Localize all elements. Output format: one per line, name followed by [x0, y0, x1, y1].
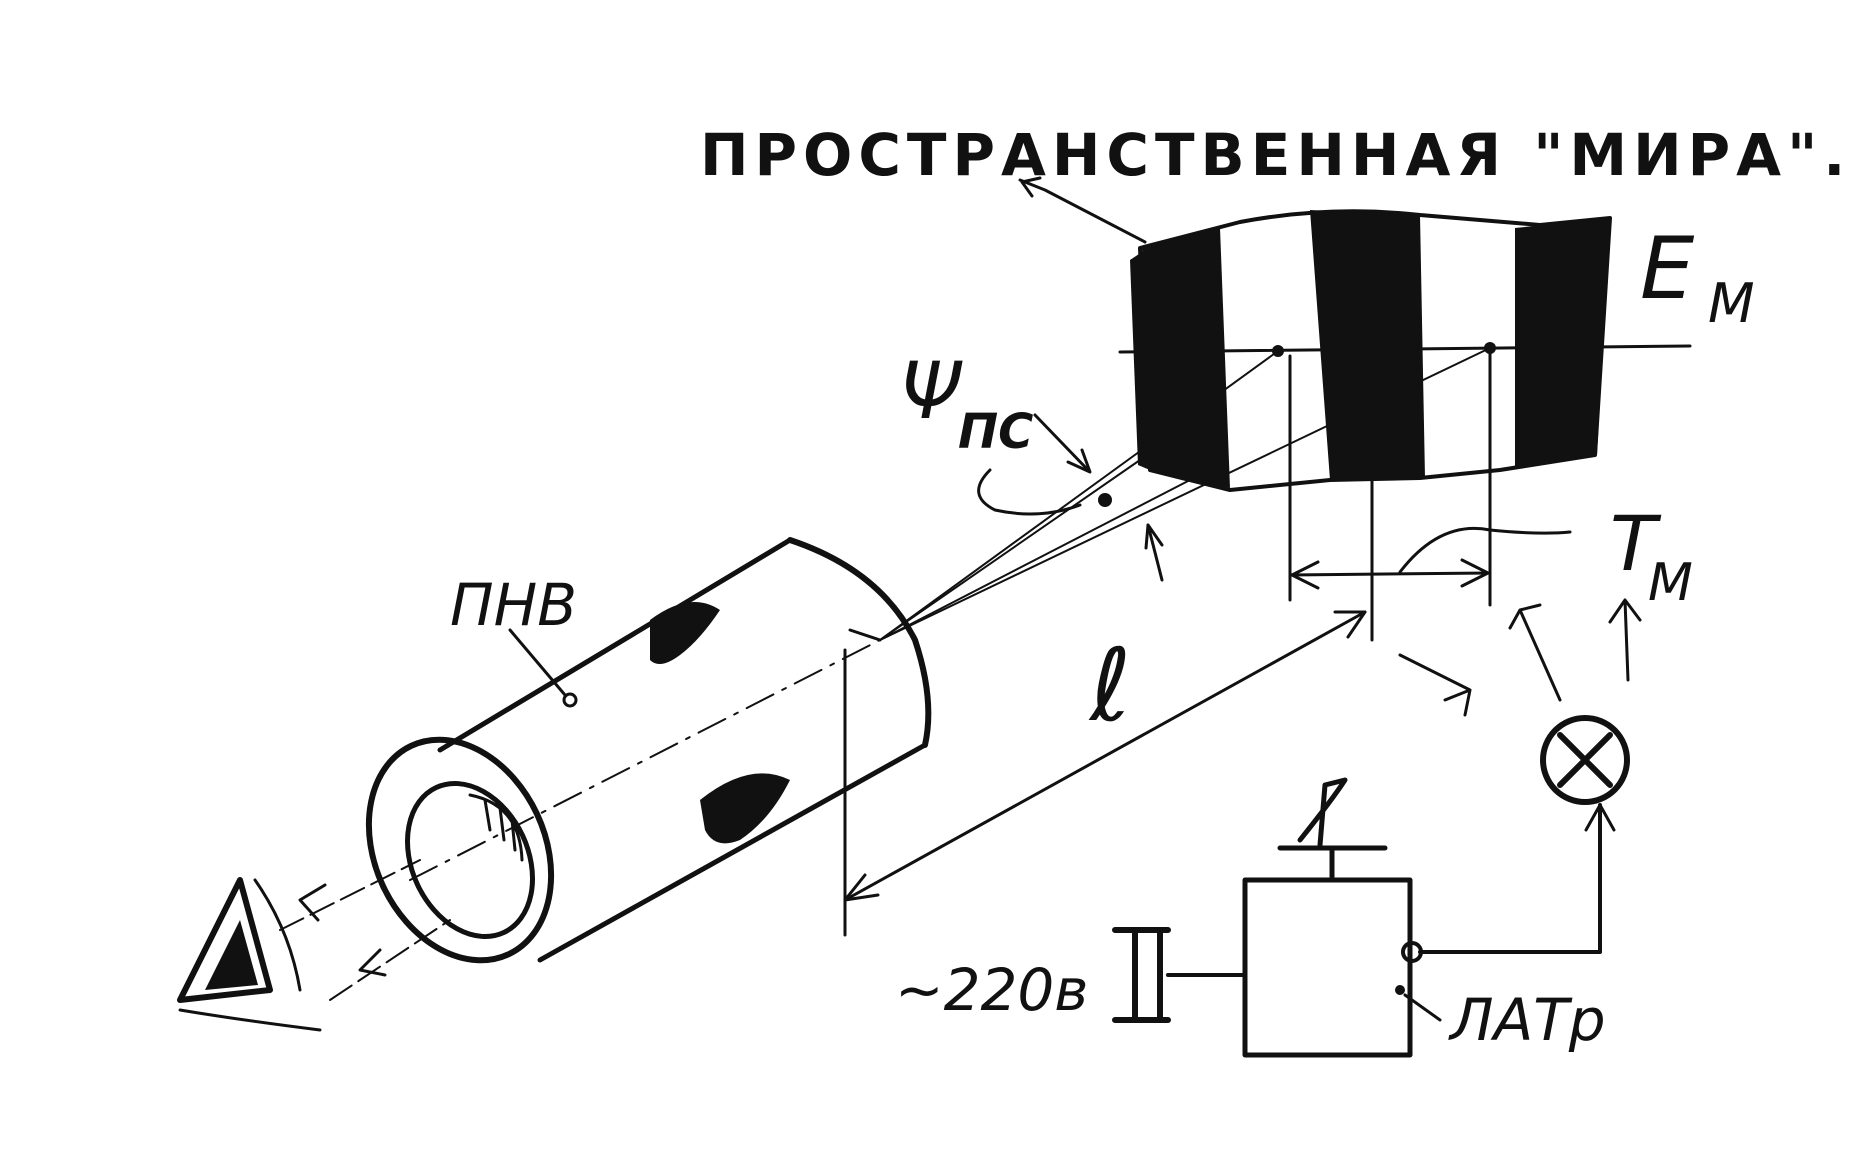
device-rear-rim: [365, 736, 555, 964]
period-subscript: M: [1648, 553, 1693, 613]
transformer-label-leader: [1403, 993, 1442, 1022]
angle-subscript: ПС: [958, 404, 1033, 460]
period-dimension: [1288, 350, 1572, 642]
device-bottom-edge: [537, 742, 928, 963]
period-label: T: [1610, 499, 1662, 588]
target-title: ПРОСТРАНСТВЕННАЯ "МИРА".: [700, 121, 1851, 189]
title-leader-line: [1018, 178, 1147, 244]
device-label-leader: [508, 628, 567, 697]
eye-iris: [205, 920, 258, 990]
device-label-point: [562, 692, 578, 708]
eye-ray-arrow-lower: [358, 948, 387, 977]
autotransformer: [1166, 777, 1616, 1058]
target-outline: [1138, 209, 1612, 492]
mains-socket: [1112, 927, 1171, 1023]
voltage-label: ~220в: [895, 956, 1088, 1024]
socket-bracket: [1112, 927, 1171, 1023]
angle-arc-arrow: [1146, 523, 1164, 582]
observer-eye: [177, 859, 451, 1032]
lamp-icon: [1540, 715, 1630, 805]
eye-ray-arrow-upper: [298, 883, 327, 922]
light-arrow-1: [1398, 653, 1472, 717]
angle-arc-arrow-head: [1144, 523, 1164, 550]
ray-lower: [879, 347, 1491, 641]
period-dim-line: [1288, 571, 1492, 577]
night-vision-device: [365, 537, 932, 964]
period-arrow-right: [1460, 558, 1490, 588]
eye-ray-lower: [329, 919, 451, 1001]
distance-dimension: [843, 610, 1367, 937]
lamp-supply-wire: [1418, 803, 1602, 954]
lamp-supply-arrow: [1584, 803, 1616, 832]
eye-outline: [177, 877, 273, 1003]
light-arrow-3: [1608, 598, 1642, 682]
brightness-label: E: [1640, 219, 1695, 319]
brightness-subscript: M: [1708, 272, 1755, 335]
device-front-face: [787, 537, 932, 748]
transformer-label: ЛАТр: [1448, 986, 1606, 1054]
distance-arrow-device: [843, 873, 880, 902]
device-shading-top: [650, 602, 720, 664]
ray-upper: [879, 350, 1279, 641]
lamp-cross: [1557, 732, 1613, 788]
distance-label: ℓ: [1088, 627, 1131, 744]
transformer-label-point: [1395, 985, 1405, 995]
distance-arrow-target: [1333, 610, 1367, 639]
device-shading-bottom: [700, 773, 790, 844]
period-arrow-left: [1290, 560, 1320, 590]
target-stripe-edge: [1130, 250, 1150, 470]
view-rays: [879, 347, 1491, 641]
eye-brow: [253, 878, 302, 992]
device-label: ПНВ: [450, 571, 577, 639]
ray-outer-top: [879, 459, 1141, 641]
light-arrow-2: [1508, 603, 1562, 702]
period-leader: [1398, 526, 1572, 574]
distance-dim-line: [843, 610, 1367, 902]
device-front-face-inner: [848, 628, 882, 642]
lamp-group: [1398, 598, 1642, 805]
angle-label: Ψ: [900, 347, 963, 437]
target-stripe-2: [1310, 210, 1425, 480]
transformer-body: [1242, 877, 1413, 1058]
device-optical-axis: [409, 639, 881, 881]
ray-outer-bottom: [879, 479, 1191, 641]
device-eyepiece: [405, 780, 535, 940]
angle-curve-leader: [977, 468, 1082, 516]
angle-pointer: [1033, 413, 1090, 472]
ray-convergence-point: [1098, 493, 1112, 507]
transformer-knob: [1277, 777, 1388, 883]
device-top-edge: [437, 537, 793, 753]
eyepiece-grip-ring: [468, 793, 524, 862]
spatial-target: [1118, 209, 1692, 492]
title-leader-arrow: [1020, 176, 1042, 198]
target-axis-line: [1118, 344, 1692, 354]
eye-ray-upper: [279, 859, 421, 931]
target-stripe-1: [1142, 228, 1230, 488]
eye-lid: [178, 1008, 322, 1032]
angle-pointer-head: [1066, 448, 1092, 474]
target-stripe-3: [1515, 218, 1610, 468]
